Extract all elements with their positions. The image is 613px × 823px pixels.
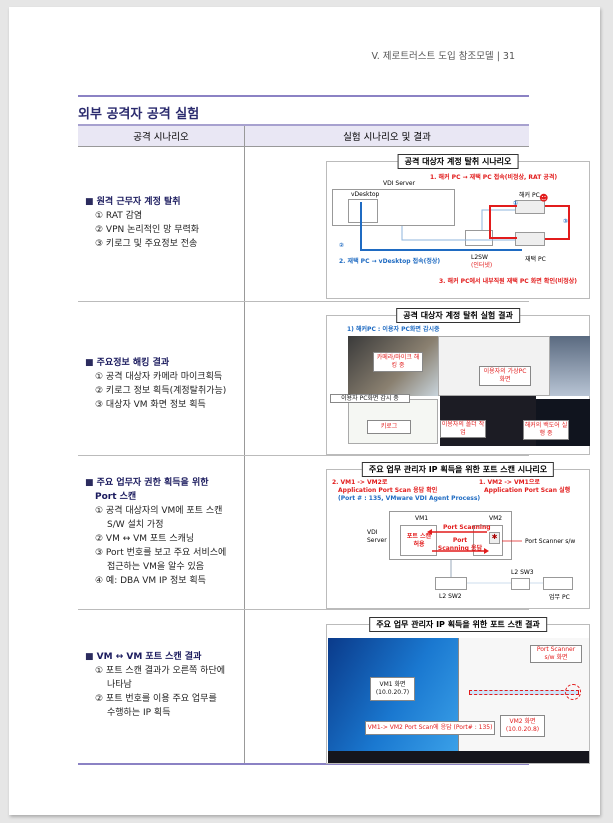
figure-title: 공격 대상자 계정 탈취 실험 결과 <box>396 308 520 323</box>
table-header: 공격 시나리오 실험 시나리오 및 결과 <box>78 124 529 147</box>
list-item: ② VPN 논리적인 망 무력화 <box>95 225 200 235</box>
bug-icon: ✱ <box>489 532 500 544</box>
figure-port-scan-results: 주요 업무 관리자 IP 획득을 위한 포트 스캔 결과 VM1 화면 (10.… <box>326 617 590 764</box>
step-number: ② <box>339 242 345 249</box>
list-item: ② VM ↔ VM 포트 스캐닝 <box>95 534 195 544</box>
port-info-label: (Port # : 135, VMware VDI Agent Process) <box>338 495 481 502</box>
work-pc-box <box>543 577 573 590</box>
figure-hacking-results: 공격 대상자 계정 탈취 실험 결과 1) 해커PC : 이용자 PC화면 감시… <box>326 308 590 455</box>
running-header: V. 제로트러스트 도입 참조모델 | 31 <box>371 51 515 62</box>
callout-watch: 이용자 PC화면 감시 중 <box>330 394 410 403</box>
vdesktop-label: vDesktop <box>351 191 380 198</box>
list-item: 나타남 <box>107 680 132 690</box>
callout-camera: 카메라/마이크 해킹 중 <box>373 352 423 372</box>
column-header-scenario: 공격 시나리오 <box>78 126 245 146</box>
step3-label: 3. 해커 PC에서 내부직원 재택 PC 화면 확인(비정상) <box>439 278 578 285</box>
row-heading: 주요정보 해킹 결과 <box>85 356 226 370</box>
document-page: V. 제로트러스트 도입 참조모델 | 31 외부 공격자 공격 실험 공격 시… <box>9 7 600 815</box>
vm2-callout: VM2 화면 (10.0.20.8) <box>500 715 545 737</box>
table-row: 주요 업무자 권한 획득을 위한 Port 스캔 ① 공격 대상자의 VM에 포… <box>78 456 590 610</box>
list-item: ③ Port 번호를 보고 주요 서비스에 <box>95 548 227 558</box>
figure-account-takeover-scenario: 공격 대상자 계정 탈취 시나리오 1. 해커 PC → 재택 PC 접속(비정… <box>326 154 590 299</box>
vm1-callout: VM1 화면 (10.0.20.7) <box>370 677 415 701</box>
list-item: ③ 대상자 VM 화면 정보 획득 <box>95 400 206 410</box>
list-item: ② 키로그 정보 획득(계정탈취가능) <box>95 386 227 396</box>
internet-label: (인터넷) <box>471 262 493 269</box>
callout-virtual-pc: 이용자의 가상PC 화면 <box>479 366 531 386</box>
list-item: ① 포트 스캔 결과가 오른쪽 하단에 <box>95 666 226 676</box>
list-item: 수행하는 IP 획득 <box>107 708 171 718</box>
table-row: 주요정보 해킹 결과 ① 공격 대상자 카메라 마이크획득 ② 키로그 정보 획… <box>78 302 590 456</box>
scan-label: Port Scanning <box>443 524 491 531</box>
callout-backdoor: 해커의 백도어 실행 중 <box>523 420 569 440</box>
hacker-pc-label: 해커 PC <box>519 192 540 199</box>
right-step-label: 1. VM2 -> VM1으로 <box>479 479 540 486</box>
scanner-callout: Port Scanner s/w 화면 <box>530 645 582 663</box>
figure-subtitle: 1) 해커PC : 이용자 PC화면 감시중 <box>347 326 440 333</box>
sky-screenshot <box>550 336 590 396</box>
l2sw3-box <box>511 578 530 590</box>
scanner-label: Port Scanner s/w <box>525 538 576 545</box>
callout-folder: 이용자의 폴더 작업 <box>440 420 486 438</box>
taskbar <box>328 751 589 763</box>
figure-title: 주요 업무 관리자 IP 획득을 위한 포트 스캔 결과 <box>369 617 547 632</box>
list-item: ④ 예: DBA VM IP 정보 획득 <box>95 576 206 586</box>
vdi-label: VDI Server <box>367 529 387 544</box>
left-step-label: 2. VM1 -> VM2로 <box>332 479 388 486</box>
list-item: ③ 키로그 및 주요정보 전송 <box>95 239 198 249</box>
list-item: ① 공격 대상자의 VM에 포트 스캔 <box>95 506 223 516</box>
column-header-results: 실험 시나리오 및 결과 <box>343 132 431 143</box>
l2sw2-box <box>435 577 467 590</box>
vm2-label: VM2 <box>489 515 503 522</box>
callout-keylog: 키로그 <box>367 420 411 434</box>
step-number: ③ <box>563 218 569 225</box>
work-pc-label: 업무 PC <box>549 594 570 601</box>
l2sw2-label: L2 SW2 <box>439 593 462 600</box>
row-heading: VM ↔ VM 포트 스캔 결과 <box>85 650 225 664</box>
figure-port-scan-scenario: 주요 업무 관리자 IP 획득을 위한 포트 스캔 시나리오 2. VM1 ->… <box>326 462 590 609</box>
row-heading: 주요 업무자 권한 획득을 위한 <box>85 476 226 490</box>
scan-arrows <box>427 529 543 584</box>
vdesktop-box <box>348 199 378 223</box>
step1-label: 1. 해커 PC → 재택 PC 접속(비정상, RAT 공격) <box>430 174 558 181</box>
title-rule <box>78 95 529 97</box>
connection-lines <box>360 202 570 251</box>
list-item: S/W 설치 가정 <box>107 520 164 530</box>
step2-label: 2. 재택 PC → vDesktop 접속(정상) <box>339 258 441 265</box>
l2sw3-label: L2 SW3 <box>511 569 534 576</box>
vm1-label: VM1 <box>415 515 429 522</box>
vdi-label: VDI Server <box>383 180 416 187</box>
allow-label: 포트 스캔 허용 <box>406 533 432 548</box>
list-item: ② 포트 번호를 이용 주요 업무를 <box>95 694 217 704</box>
figure-title: 주요 업무 관리자 IP 획득을 위한 포트 스캔 시나리오 <box>361 462 555 477</box>
right-step-label: Application Port Scan 실행 <box>484 487 571 494</box>
list-item: ① 공격 대상자 카메라 마이크획득 <box>95 372 223 382</box>
row-heading: 원격 근무자 계정 탈취 <box>85 195 199 209</box>
step-number: ① <box>513 200 519 207</box>
table-row: VM ↔ VM 포트 스캔 결과 ① 포트 스캔 결과가 오른쪽 하단에 나타남… <box>78 610 590 765</box>
scan-response-callout: VM1-> VM2 Port Scan에 응답 (Port# : 135) <box>365 721 495 735</box>
row-heading-cont: Port 스캔 <box>95 492 137 502</box>
scan-response-label: Port Scanning 응답 <box>437 537 483 552</box>
list-item: ① RAT 감염 <box>95 211 143 221</box>
home-pc-label: 재택 PC <box>525 256 546 263</box>
l2sw-label: L2SW <box>471 254 488 261</box>
list-item: 접근하는 VM을 알수 있음 <box>107 562 205 572</box>
left-step-label: Application Port Scan 응답 확인 <box>338 487 438 494</box>
section-title: 외부 공격자 공격 실험 <box>78 107 200 122</box>
devil-icon: ☻ <box>539 194 549 204</box>
figure-title: 공격 대상자 계정 탈취 시나리오 <box>397 154 519 169</box>
table-row: 원격 근무자 계정 탈취 ① RAT 감염 ② VPN 논리적인 망 무력화 ③… <box>78 147 590 302</box>
